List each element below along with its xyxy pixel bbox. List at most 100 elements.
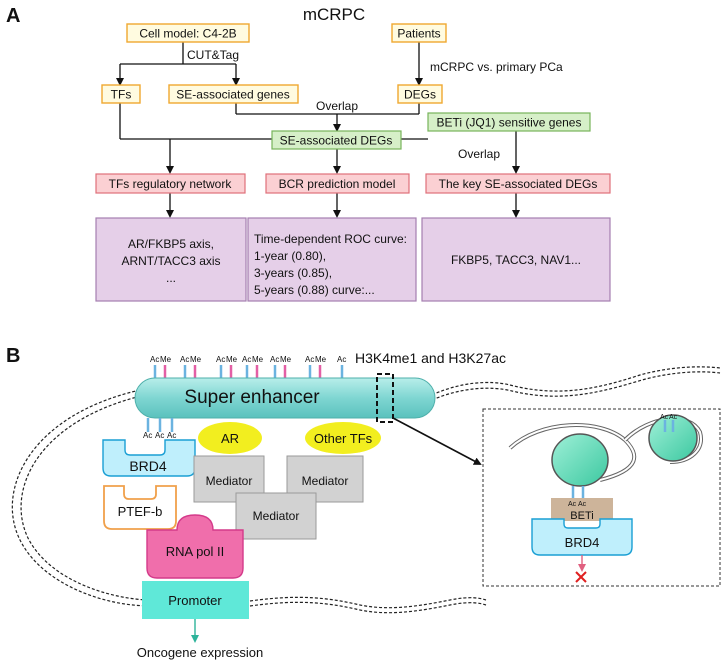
ac-mark: Ac xyxy=(270,355,279,364)
ac-mark: Ac xyxy=(337,355,346,364)
panel-a-connectors xyxy=(116,40,520,218)
inset-brd4-label: BRD4 xyxy=(565,535,600,550)
ac-mark: Ac xyxy=(660,414,669,421)
result-2-line-3: 3-years (0.85), xyxy=(254,266,332,280)
key-degs-text: The key SE-associated DEGs xyxy=(439,177,598,191)
beti-block xyxy=(551,498,613,521)
other-tfs-ellipse xyxy=(305,422,381,454)
ptefb-label: PTEF-b xyxy=(118,504,163,519)
cell-model-box xyxy=(126,23,250,43)
cell-model-text: Cell model: C4-2B xyxy=(139,27,236,41)
me-mark: Me xyxy=(315,355,327,364)
degs-text: DEGs xyxy=(404,88,436,102)
se-genes-box xyxy=(168,84,299,104)
bcr-model-text: BCR prediction model xyxy=(279,177,396,191)
tfs-text: TFs xyxy=(111,88,132,102)
mediator-2-label: Mediator xyxy=(302,474,349,488)
key-degs-box xyxy=(425,173,611,194)
se-genes-text: SE-associated genes xyxy=(176,88,289,102)
histone-marks: Ac Me Ac Me Ac Me Ac Me Ac Me xyxy=(150,355,346,380)
oncogene-label: Oncogene expression xyxy=(137,645,263,660)
dna-strand-left xyxy=(11,389,161,607)
other-tfs-label: Other TFs xyxy=(314,431,373,446)
highlight-region xyxy=(376,373,394,423)
ac-mark: Ac xyxy=(180,355,189,364)
inhibition-x-icon xyxy=(575,571,587,583)
panel-a-title: mCRPC xyxy=(303,5,365,24)
result-box-2 xyxy=(247,217,417,302)
tf-network-box xyxy=(95,173,246,194)
ptefb-shape xyxy=(103,485,177,530)
ac-mark: Ac xyxy=(167,431,176,440)
result-2-line-1: Time-dependent ROC curve: xyxy=(254,232,407,246)
mark-group-6: Ac Me xyxy=(305,355,327,380)
comparison-label: mCRPC vs. primary PCa xyxy=(430,60,563,74)
tf-network-text: TFs regulatory network xyxy=(109,177,233,191)
histone-label: H3K4me1 and H3K27ac xyxy=(355,350,506,366)
brd4-ac-marks xyxy=(146,418,174,432)
ac-mark: Ac xyxy=(143,431,152,440)
result-1-line-3: ... xyxy=(166,271,176,285)
me-mark: Me xyxy=(280,355,292,364)
result-1-line-1: AR/FKBP5 axis, xyxy=(128,237,214,251)
se-degs-text: SE-associated DEGs xyxy=(280,134,393,148)
mediator-1-label: Mediator xyxy=(206,474,253,488)
overlap-label-1: Overlap xyxy=(316,99,358,113)
me-mark: Me xyxy=(252,355,264,364)
ac-mark: Ac xyxy=(578,501,587,508)
zoom-arrow xyxy=(392,417,482,465)
me-mark: Me xyxy=(190,355,202,364)
inset-ac-marks-top xyxy=(663,420,675,432)
inset-ac-marks-bottom xyxy=(571,486,585,498)
degs-box xyxy=(397,84,443,104)
result-box-3 xyxy=(421,217,611,302)
patients-box xyxy=(391,23,447,43)
mark-group-5: Ac Me xyxy=(270,355,292,380)
nucleosome-1 xyxy=(551,433,609,487)
brd4-label: BRD4 xyxy=(129,458,167,474)
ac-mark: Ac xyxy=(216,355,225,364)
promoter-label: Promoter xyxy=(168,593,222,608)
result-box-1 xyxy=(95,217,247,302)
overlap-label-2: Overlap xyxy=(458,147,500,161)
mediator-3-label: Mediator xyxy=(253,509,300,523)
se-degs-box xyxy=(271,130,402,150)
bcr-model-box xyxy=(265,173,410,194)
tfs-box xyxy=(101,84,141,104)
ac-mark: Ac xyxy=(242,355,251,364)
ar-label: AR xyxy=(221,431,239,446)
dna-strand-top xyxy=(431,366,721,401)
mediator-3 xyxy=(235,492,317,540)
panel-b-label: B xyxy=(6,345,20,367)
result-2-line-2: 1-year (0.80), xyxy=(254,249,326,263)
ac-mark: Ac xyxy=(155,431,164,440)
ac-mark: Ac xyxy=(568,501,577,508)
super-enhancer xyxy=(134,377,436,419)
nucleosome-2 xyxy=(648,414,698,462)
result-2-line-4: 5-years (0.88) curve:... xyxy=(254,283,375,297)
result-3-text: FKBP5, TACC3, NAV1... xyxy=(451,253,581,267)
beti-genes-text: BETi (JQ1) sensitive genes xyxy=(437,116,582,130)
mark-group-1: Ac Me xyxy=(150,355,172,380)
mark-group-3: Ac Me xyxy=(216,355,238,380)
me-mark: Me xyxy=(226,355,238,364)
promoter-box xyxy=(142,581,249,619)
ac-mark: Ac xyxy=(150,355,159,364)
mark-group-2: Ac Me xyxy=(180,355,202,380)
ac-mark: Ac xyxy=(669,414,678,421)
mark-group-7: Ac xyxy=(337,355,346,380)
patients-text: Patients xyxy=(397,27,440,41)
result-1-line-2: ARNT/TACC3 axis xyxy=(121,254,220,268)
super-enhancer-label: Super enhancer xyxy=(184,387,320,408)
rna-pol-label: RNA pol II xyxy=(166,544,225,559)
mark-group-4: Ac Me xyxy=(242,355,264,380)
beti-label: BETi xyxy=(570,510,593,522)
ac-mark: Ac xyxy=(305,355,314,364)
brd4-shape xyxy=(102,439,196,477)
me-mark: Me xyxy=(160,355,172,364)
inset-brd4-shape xyxy=(531,518,633,556)
beti-genes-box xyxy=(427,112,591,132)
dna-strand-bottom xyxy=(249,596,487,614)
cut-tag-label: CUT&Tag xyxy=(187,48,239,62)
